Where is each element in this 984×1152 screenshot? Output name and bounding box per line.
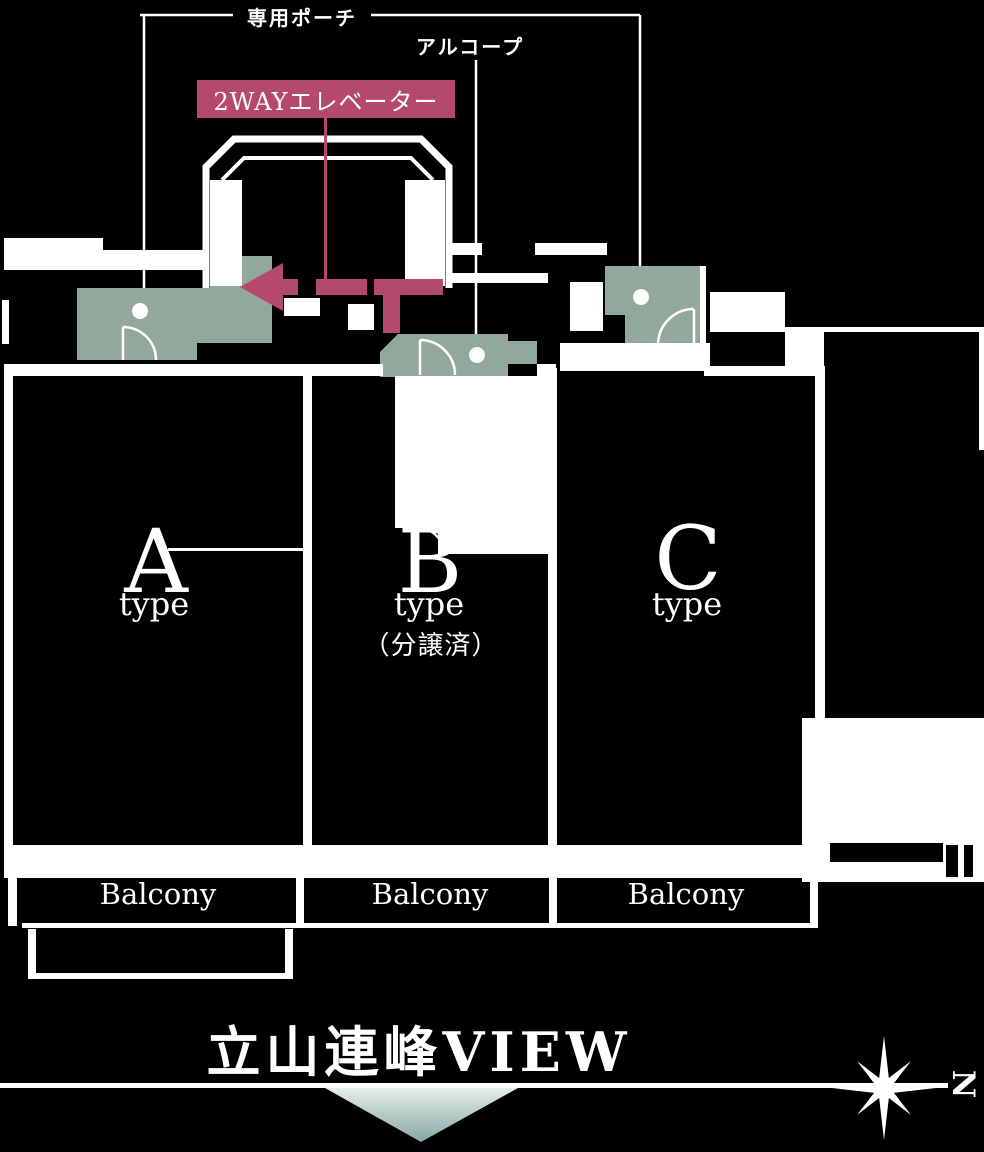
unit-b-sold-status: （分譲済） xyxy=(363,631,499,661)
door-vestibule-b xyxy=(416,526,446,555)
door-alcove-b xyxy=(418,338,457,376)
door-arcs xyxy=(121,307,696,555)
private-porch-label: 専用ポーチ xyxy=(247,6,357,30)
porch-c xyxy=(605,266,700,345)
unit-c-letter: C xyxy=(654,507,722,610)
porch-a xyxy=(77,256,272,360)
unit-a-letter: A xyxy=(124,510,188,613)
callout-leader-lines xyxy=(140,13,642,347)
view-line xyxy=(0,1083,948,1088)
leader-dots xyxy=(132,289,649,363)
view-arrow-triangle xyxy=(325,1088,518,1142)
walls xyxy=(2,180,984,979)
unit-b-letter: B xyxy=(397,510,463,613)
unit-c-type: type xyxy=(651,585,723,623)
balcony-label-c: Balcony xyxy=(627,877,745,911)
compass-north-label: N xyxy=(945,1069,981,1099)
door-porch-c xyxy=(656,307,696,346)
unit-a-type: type xyxy=(118,585,190,623)
alcove-label: アルコープ xyxy=(415,35,525,59)
arrow-head-left xyxy=(240,263,283,311)
elevator-hall-outline xyxy=(202,135,453,288)
wall-notches xyxy=(830,843,973,877)
compass-star-icon xyxy=(832,1036,936,1140)
view-title: 立山連峰VIEW xyxy=(206,1020,632,1084)
balcony-label-a: Balcony xyxy=(99,877,217,911)
balcony-label-b: Balcony xyxy=(371,877,489,911)
elevator-callout: 2WAYエレベーター xyxy=(197,80,455,118)
elevator-route-arrows xyxy=(240,118,443,333)
unit-b-type: type xyxy=(393,585,465,623)
alcove-b xyxy=(380,334,537,377)
door-porch-a xyxy=(121,325,158,361)
elevator-label: 2WAYエレベーター xyxy=(213,87,439,116)
